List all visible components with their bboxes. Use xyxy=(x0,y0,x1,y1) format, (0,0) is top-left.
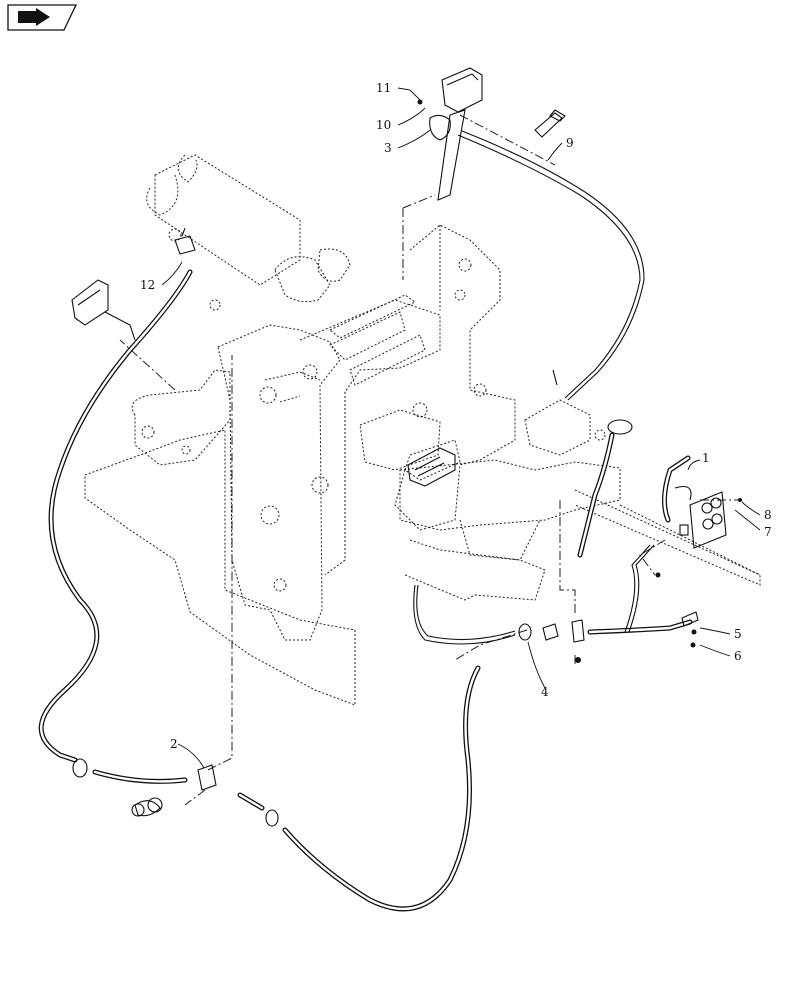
cable-bottom xyxy=(237,665,481,912)
sleeve xyxy=(542,623,559,641)
callout-2: 2 xyxy=(170,737,178,751)
cable-right-top xyxy=(457,130,645,401)
vertical-hose xyxy=(577,419,633,558)
top-switch xyxy=(429,67,483,201)
callout-4: 4 xyxy=(541,685,549,699)
fitting-5-6 xyxy=(681,611,699,648)
callout-8: 8 xyxy=(764,508,772,522)
connector-2 xyxy=(72,758,279,827)
callout-10: 10 xyxy=(376,118,391,132)
center-lines xyxy=(119,114,740,806)
linkage-detail xyxy=(274,248,461,481)
frame-phantom xyxy=(84,154,761,706)
hose-right-loop xyxy=(662,455,691,523)
cable-mid xyxy=(413,544,693,645)
callout-6: 6 xyxy=(734,649,742,663)
grommet-4 xyxy=(518,623,532,641)
fitting-12 xyxy=(174,227,196,255)
callout-labels: 1 2 3 4 5 6 7 8 9 10 11 12 xyxy=(140,81,772,751)
left-switch xyxy=(71,279,136,341)
leader-lines xyxy=(161,87,761,769)
callout-12: 12 xyxy=(140,278,155,292)
callout-11: 11 xyxy=(376,81,391,95)
callout-5: 5 xyxy=(734,627,742,641)
screws xyxy=(417,99,742,578)
connector-block xyxy=(407,447,456,487)
callout-7: 7 xyxy=(764,525,772,539)
bulkhead-plate xyxy=(674,485,727,549)
callout-1: 1 xyxy=(702,451,710,465)
bolt-part xyxy=(534,109,566,138)
nav-arrow-button[interactable] xyxy=(7,4,78,31)
callout-3: 3 xyxy=(384,141,392,155)
callout-9: 9 xyxy=(566,136,574,150)
arrow-icon xyxy=(18,8,50,26)
clamp-fitting xyxy=(571,619,585,663)
frame-holes xyxy=(141,228,606,592)
cable-left xyxy=(38,269,193,784)
